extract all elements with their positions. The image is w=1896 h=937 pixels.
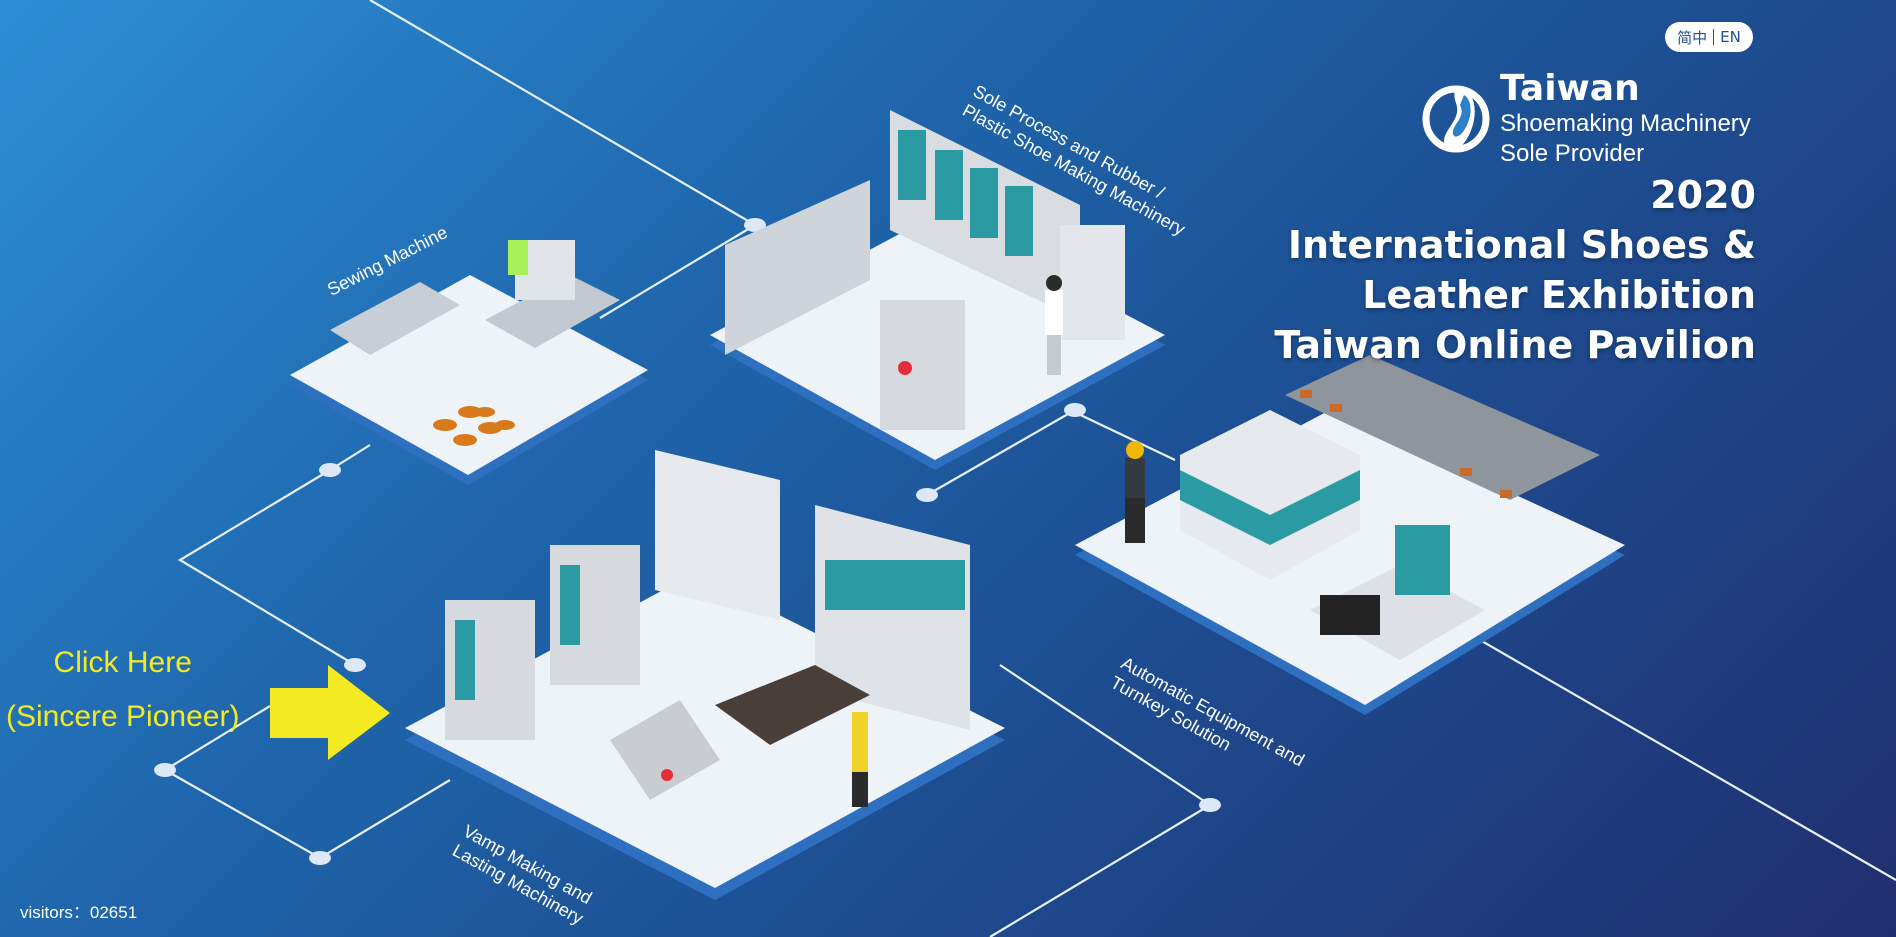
click-here-link[interactable]: Click Here (Sincere Pioneer) [6, 636, 239, 744]
logo-subtitle-2: Sole Provider [1500, 140, 1645, 167]
visitor-counter: visitors：02651 [20, 903, 138, 922]
language-divider [1713, 29, 1715, 45]
worker-figure [1125, 441, 1145, 543]
language-switch: 简中 EN [1665, 22, 1753, 52]
connector-nodes [154, 218, 1221, 865]
title-line-4: Taiwan Online Pavilion [1274, 323, 1756, 367]
language-option-en[interactable]: EN [1720, 28, 1741, 46]
title-line-3: Leather Exhibition [1362, 273, 1756, 317]
arrow-right-icon[interactable] [270, 665, 390, 760]
shoe-print-logo-icon [1422, 85, 1490, 153]
brand-logo[interactable]: Taiwan Shoemaking Machinery Sole Provide… [1420, 68, 1790, 168]
vamp-making-platform[interactable] [405, 450, 1005, 900]
logo-title: Taiwan [1500, 68, 1640, 109]
cta-line-1: Click Here [53, 646, 192, 679]
cta-line-2: (Sincere Pioneer) [6, 700, 240, 733]
logo-subtitle-1: Shoemaking Machinery [1500, 110, 1751, 137]
language-option-zh[interactable]: 简中 [1677, 28, 1708, 47]
scientist-figure [1045, 275, 1063, 375]
title-year: 2020 [1650, 173, 1756, 217]
exhibition-title: 2020 International Shoes & Leather Exhib… [1274, 170, 1756, 370]
automatic-equipment-platform[interactable] [1075, 355, 1625, 715]
sewing-machine-platform[interactable] [290, 240, 648, 485]
title-line-2: International Shoes & [1287, 223, 1756, 267]
